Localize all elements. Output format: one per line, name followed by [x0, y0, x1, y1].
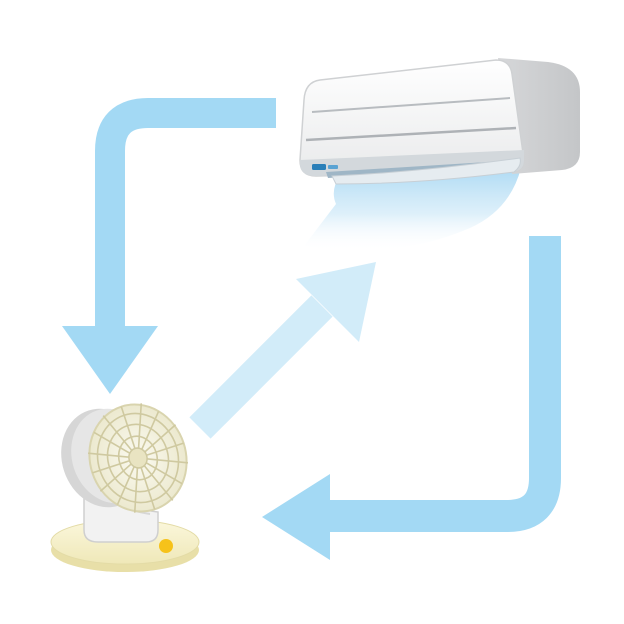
flow-arrow-left-down — [62, 98, 276, 394]
flow-arrow-diagonal-up — [189, 262, 376, 439]
air-conditioner-icon — [299, 58, 580, 185]
flow-arrow-right-return — [262, 236, 561, 560]
cold-air-plume — [304, 168, 521, 252]
fan-power-button — [159, 539, 173, 553]
circulator-fan-icon — [50, 403, 200, 572]
